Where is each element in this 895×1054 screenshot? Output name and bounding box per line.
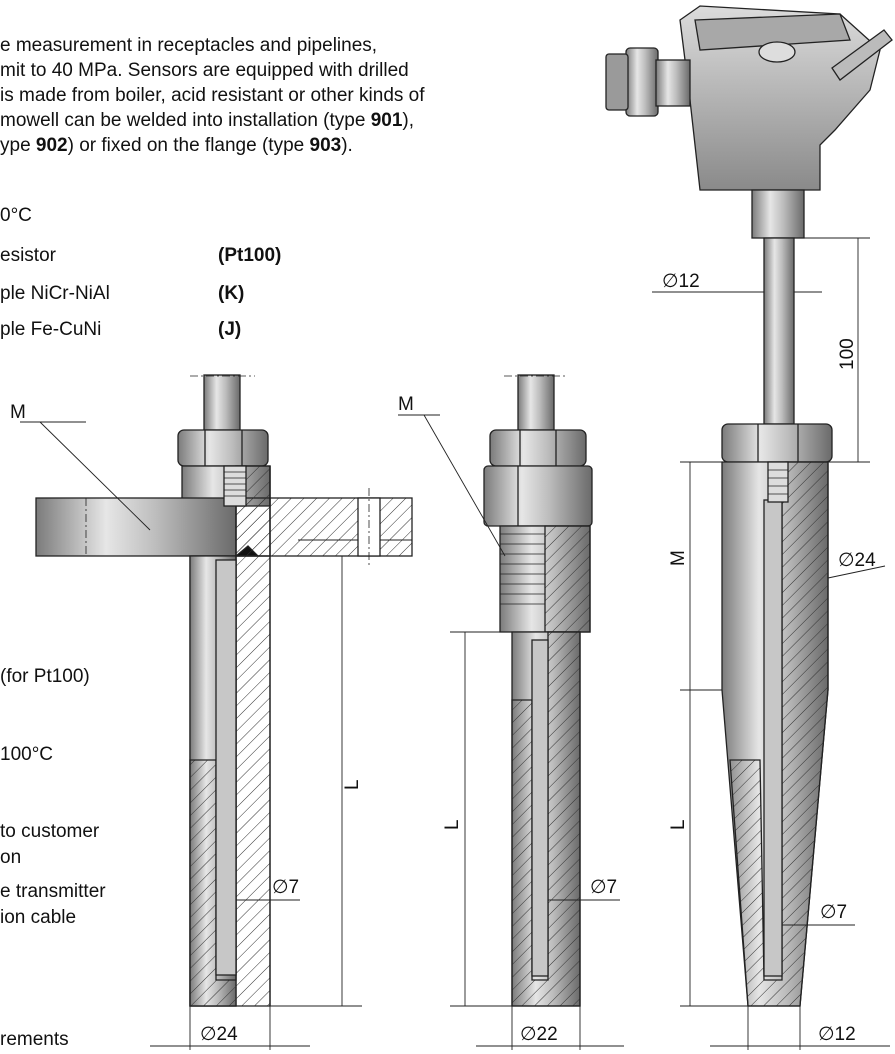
l-label-901: L <box>668 819 689 830</box>
type-902: 902 <box>35 135 68 156</box>
sensor-code-1: (Pt100) <box>218 245 282 266</box>
m-label-903: M <box>10 402 26 423</box>
note-requirements: rements <box>0 1029 69 1050</box>
d12-bottom-label: ∅12 <box>818 1024 856 1045</box>
d7-label-901: ∅7 <box>820 902 847 923</box>
thermowell-901 <box>605 5 893 1007</box>
sensor-name-3: ple Fe-CuNi <box>0 319 102 340</box>
l-label-902: L <box>442 819 463 830</box>
note-for-pt100: (for Pt100) <box>0 666 90 687</box>
type-901: 901 <box>370 110 403 131</box>
d7-label-903: ∅7 <box>272 877 299 898</box>
l-label-903: L <box>342 779 363 790</box>
note-transmitter: e transmitter <box>0 881 106 902</box>
intro-line-6: 0°C <box>0 205 32 226</box>
intro-line-4c: ), <box>402 110 415 131</box>
intro-line-5a: ype <box>0 135 36 156</box>
dims-903 <box>20 421 362 1050</box>
d24-right-label: ∅24 <box>838 550 876 571</box>
dims-902 <box>398 414 624 1050</box>
thermowell-902 <box>483 374 593 1007</box>
dims-901 <box>652 237 890 1050</box>
sensor-name-1: esistor <box>0 245 56 266</box>
intro-line-5e: ). <box>341 135 353 156</box>
note-temp: 100°C <box>0 744 54 765</box>
sensor-code-3: (J) <box>218 319 242 340</box>
sensor-code-2: (K) <box>218 283 245 304</box>
d24-bottom-label: ∅24 <box>200 1024 238 1045</box>
note-cable: ion cable <box>0 907 77 928</box>
note-customer-2: on <box>0 847 22 868</box>
note-customer-1: to customer <box>0 821 100 842</box>
d22-bottom-label: ∅22 <box>520 1024 558 1045</box>
intro-line-4: mowell can be welded into installation (… <box>0 109 414 133</box>
d12-top-label: ∅12 <box>662 271 700 292</box>
sensor-name-2: ple NiCr-NiAl <box>0 283 110 304</box>
m-label-902: M <box>398 394 414 415</box>
intro-line-5c: ) or fixed on the flange (type <box>67 135 310 156</box>
dim-100-label: 100 <box>837 338 858 370</box>
intro-line-4a: mowell can be welded into installation (… <box>0 110 371 131</box>
thermowell-903 <box>35 374 413 1007</box>
intro-line-3: is made from boiler, acid resistant or o… <box>0 85 425 106</box>
d7-label-902: ∅7 <box>590 877 617 898</box>
intro-line-1: e measurement in receptacles and pipelin… <box>0 35 378 56</box>
type-903: 903 <box>309 135 342 156</box>
intro-line-2: mit to 40 MPa. Sensors are equipped with… <box>0 60 409 81</box>
intro-line-5: ype 902) or fixed on the flange (type 90… <box>0 134 353 158</box>
m-label-901: M <box>668 550 689 566</box>
